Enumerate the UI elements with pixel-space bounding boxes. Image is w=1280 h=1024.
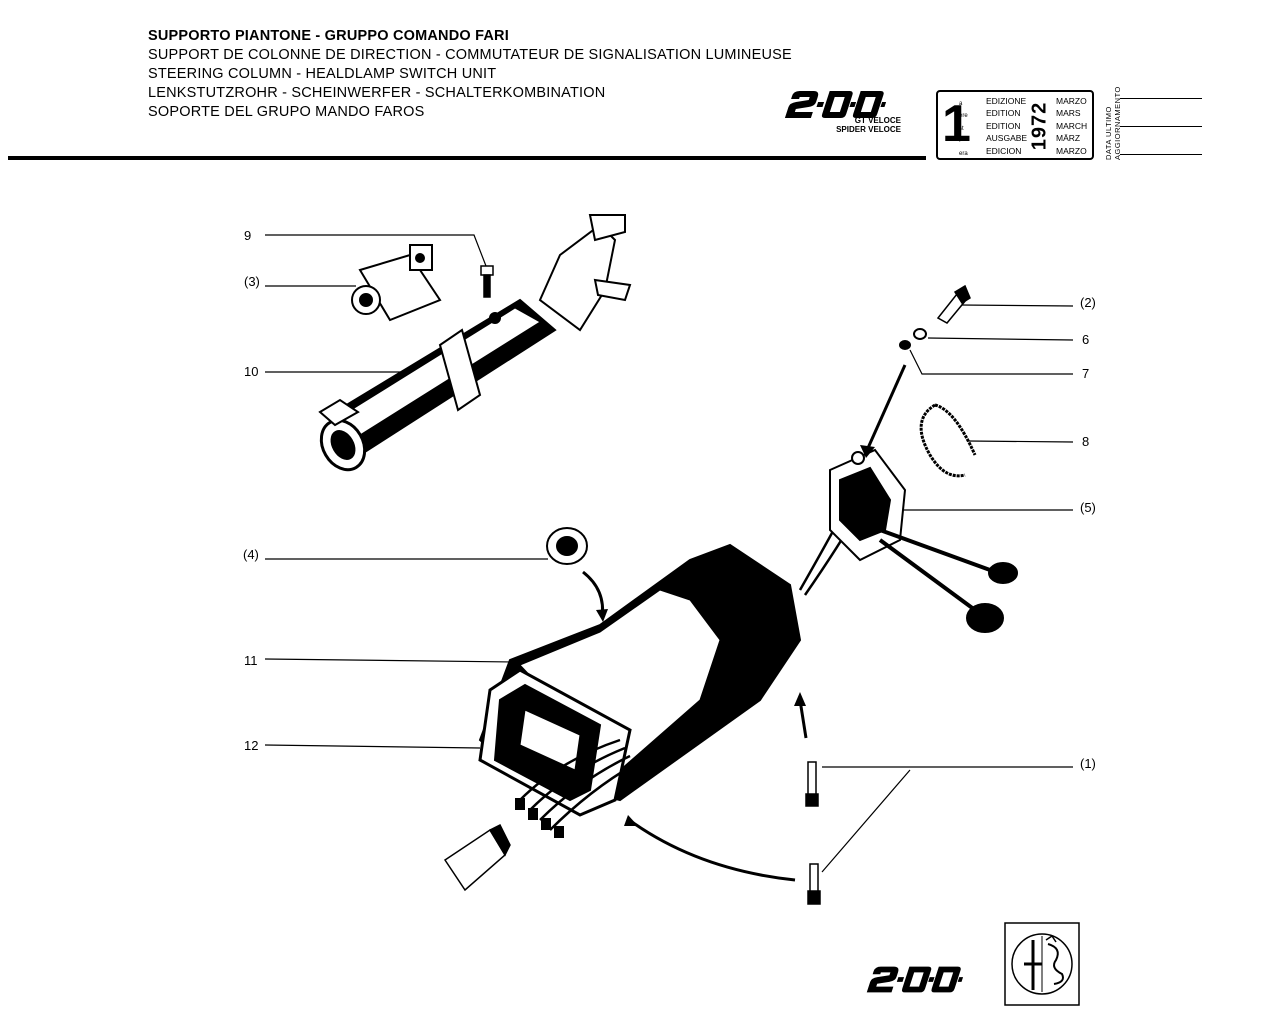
screw-1-lower <box>807 863 821 905</box>
edition-suffixes: a ere st . era <box>959 101 968 157</box>
model-names: GT VELOCE SPIDER VELOCE <box>800 116 901 134</box>
switch-3 <box>351 244 442 322</box>
model-spider-veloce: SPIDER VELOCE <box>836 125 901 134</box>
nut-7 <box>899 340 911 350</box>
edition-labels: EDIZIONE EDITION EDITION AUSGABE EDICION <box>986 96 1028 156</box>
leader-line-1 <box>821 766 1073 873</box>
footer-brand-logo-2000 <box>866 966 964 993</box>
callout-12: 12 <box>244 738 259 753</box>
callout-6: 6 <box>1082 332 1090 347</box>
title-english: STEERING COLUMN - HEALDLAMP SWITCH UNIT <box>148 66 497 82</box>
assembly-arrow-switch <box>866 364 907 449</box>
alfa-romeo-emblem <box>1004 922 1080 1006</box>
assembly-arrow-lower <box>631 820 796 882</box>
leader-line-6 <box>927 337 1074 341</box>
callout-2: (2) <box>1080 295 1096 310</box>
edition-months: MARZO MARS MARCH MÄRZ MARZO <box>1056 96 1088 156</box>
callout-11: 11 <box>244 653 258 668</box>
screw-1-upper <box>805 761 819 807</box>
leader-line-7 <box>909 349 1073 375</box>
bolt-9 <box>480 265 494 298</box>
title-italian: SUPPORTO PIANTONE - GRUPPO COMANDO FARI <box>148 28 509 44</box>
leader-line-2 <box>959 304 1074 307</box>
callout-5: (5) <box>1080 500 1096 515</box>
callout-8: 8 <box>1082 434 1090 449</box>
leader-line-12 <box>264 744 481 749</box>
assembly-arrow-screw-up <box>798 699 808 739</box>
callout-4: (4) <box>243 547 259 562</box>
update-line-1 <box>1120 98 1202 99</box>
title-block: SUPPORTO PIANTONE - GRUPPO COMANDO FARI … <box>148 27 792 122</box>
screw-2 <box>936 284 971 324</box>
leader-line-8 <box>967 440 1074 443</box>
edition-box: 1 a ere st . era EDIZIONE EDITION EDITIO… <box>936 90 1094 160</box>
title-french: SUPPORT DE COLONNE DE DIRECTION - COMMUT… <box>148 47 792 63</box>
callout-7: 7 <box>1082 366 1090 381</box>
steering-column-cover <box>478 543 802 817</box>
callout-9: 9 <box>244 228 252 243</box>
callout-1: (1) <box>1080 756 1096 771</box>
connector-sleeve <box>443 823 511 892</box>
leader-line-9 <box>265 234 487 267</box>
edition-number: 1 <box>942 95 971 153</box>
model-gt-veloce: GT VELOCE <box>854 116 901 125</box>
callout-3: (3) <box>244 274 260 289</box>
update-line-3 <box>1120 154 1202 155</box>
wire-terminals <box>515 798 564 838</box>
callout-10: 10 <box>244 364 259 379</box>
brand-logo-2000 <box>784 91 887 118</box>
steering-column-support <box>318 214 632 472</box>
header-rule <box>8 156 926 160</box>
bush-4 <box>546 527 588 565</box>
washer-6 <box>913 328 927 340</box>
title-spanish: SOPORTE DEL GRUPO MANDO FAROS <box>148 104 425 120</box>
update-line-2 <box>1120 126 1202 127</box>
title-german: LENKSTUTZROHR - SCHEINWERFER - SCHALTERK… <box>148 85 606 101</box>
leader-line-11 <box>264 658 515 663</box>
spring-8 <box>919 403 977 478</box>
headlamp-switch-unit <box>829 448 1018 633</box>
